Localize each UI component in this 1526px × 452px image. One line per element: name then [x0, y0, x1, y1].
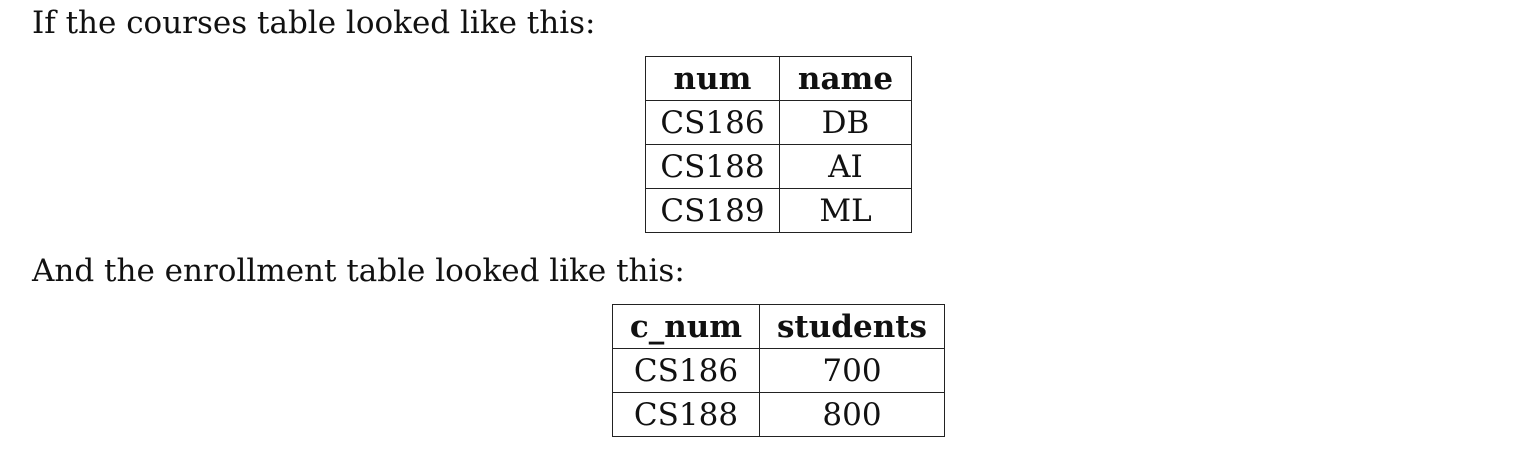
- table-cell: CS186: [645, 100, 780, 145]
- table-header-row: num name: [645, 56, 912, 101]
- table-row: CS189 ML: [645, 188, 912, 233]
- table-cell: DB: [779, 100, 912, 145]
- table-cell: CS188: [612, 392, 760, 437]
- table-header-row: c_num students: [612, 304, 945, 349]
- table-cell: CS189: [645, 188, 780, 233]
- column-header-students: students: [759, 304, 945, 349]
- table-row: CS188 AI: [645, 144, 912, 189]
- courses-table: num name CS186 DB CS188 AI CS189 ML: [645, 56, 912, 233]
- enrollment-table: c_num students CS186 700 CS188 800: [612, 304, 945, 437]
- column-header-c-num: c_num: [612, 304, 760, 349]
- table-row: CS188 800: [612, 392, 945, 437]
- column-header-name: name: [779, 56, 912, 101]
- table-cell: CS188: [645, 144, 780, 189]
- column-header-num: num: [645, 56, 780, 101]
- table-cell: AI: [779, 144, 912, 189]
- table-row: CS186 DB: [645, 100, 912, 145]
- table-cell: 800: [759, 392, 945, 437]
- table-row: CS186 700: [612, 348, 945, 393]
- table-cell: ML: [779, 188, 912, 233]
- enrollment-intro-text: And the enrollment table looked like thi…: [32, 253, 685, 289]
- courses-intro-text: If the courses table looked like this:: [32, 5, 596, 41]
- table-cell: CS186: [612, 348, 760, 393]
- table-cell: 700: [759, 348, 945, 393]
